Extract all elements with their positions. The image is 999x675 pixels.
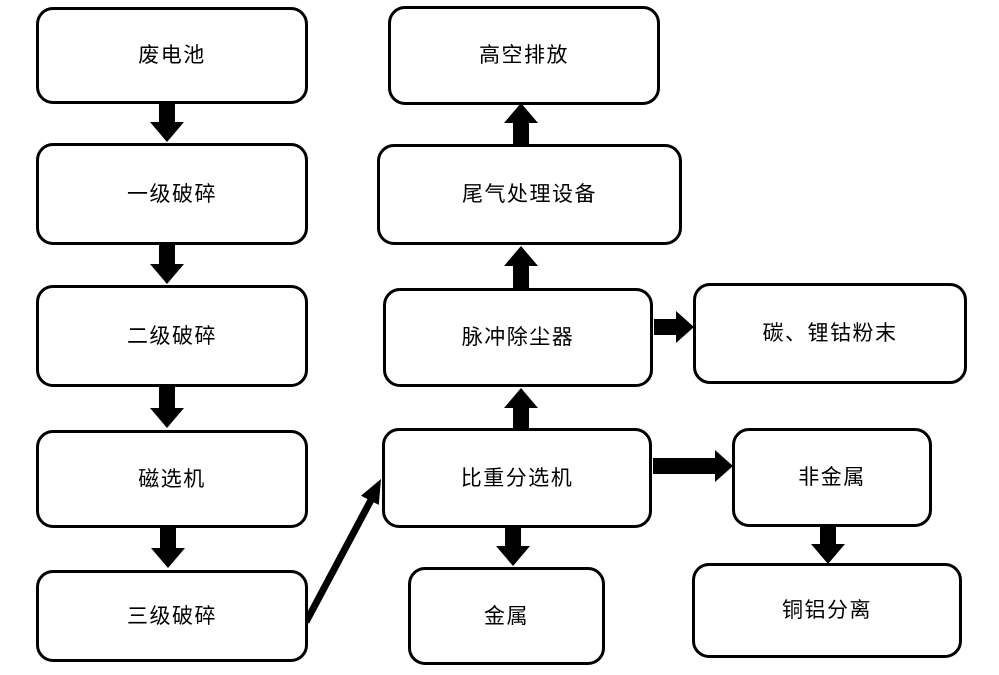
- arrow-waste-battery-to-primary-crushing: [150, 104, 184, 142]
- arrow-tail-gas-to-high-altitude-discharge: [504, 103, 538, 145]
- arrow-gravity-separator-to-non-metal: [653, 450, 733, 482]
- node-carbon-lithium-cobalt-powder-label: 碳、锂钴粉末: [762, 321, 898, 345]
- node-copper-aluminum-separation: 铜铝分离: [692, 563, 962, 658]
- node-waste-battery-label: 废电池: [138, 43, 206, 67]
- node-metal-label: 金属: [484, 603, 529, 628]
- node-non-metal: 非金属: [732, 428, 932, 527]
- node-tertiary-crushing: 三级破碎: [36, 570, 308, 662]
- arrow-non-metal-to-copper-aluminum: [811, 527, 845, 564]
- node-magnetic-separator: 磁选机: [36, 430, 308, 528]
- node-copper-aluminum-separation-label: 铜铝分离: [782, 598, 872, 622]
- node-high-altitude-discharge-label: 高空排放: [479, 43, 569, 67]
- node-pulse-dust-collector-label: 脉冲除尘器: [461, 325, 575, 349]
- node-gravity-separator-label: 比重分选机: [460, 465, 574, 490]
- arrow-magnetic-separator-to-tertiary-crushing: [151, 528, 185, 568]
- arrow-pulse-dust-collector-to-tail-gas: [504, 246, 538, 289]
- node-metal: 金属: [408, 567, 605, 665]
- node-tail-gas-treatment-label: 尾气处理设备: [462, 182, 597, 206]
- node-secondary-crushing: 二级破碎: [36, 285, 308, 387]
- node-primary-crushing: 一级破碎: [36, 143, 308, 245]
- node-carbon-lithium-cobalt-powder: 碳、锂钴粉末: [693, 283, 967, 384]
- node-non-metal-label: 非金属: [798, 465, 866, 489]
- node-waste-battery: 废电池: [36, 7, 308, 104]
- node-gravity-separator: 比重分选机: [382, 428, 652, 528]
- node-secondary-crushing-label: 二级破碎: [127, 323, 217, 348]
- arrow-tertiary-crushing-to-gravity-separator: [302, 479, 381, 624]
- arrow-pulse-dust-collector-to-powder: [654, 311, 694, 343]
- arrow-secondary-crushing-to-magnetic-separator: [150, 387, 184, 428]
- arrow-gravity-separator-to-pulse-dust-collector: [504, 388, 538, 429]
- arrow-primary-to-secondary-crushing: [150, 245, 184, 284]
- node-high-altitude-discharge: 高空排放: [388, 6, 660, 105]
- node-primary-crushing-label: 一级破碎: [127, 181, 217, 206]
- node-tertiary-crushing-label: 三级破碎: [127, 603, 217, 628]
- node-tail-gas-treatment: 尾气处理设备: [377, 144, 682, 245]
- arrow-gravity-separator-to-metal: [496, 528, 530, 566]
- node-magnetic-separator-label: 磁选机: [138, 466, 206, 491]
- node-pulse-dust-collector: 脉冲除尘器: [383, 288, 653, 387]
